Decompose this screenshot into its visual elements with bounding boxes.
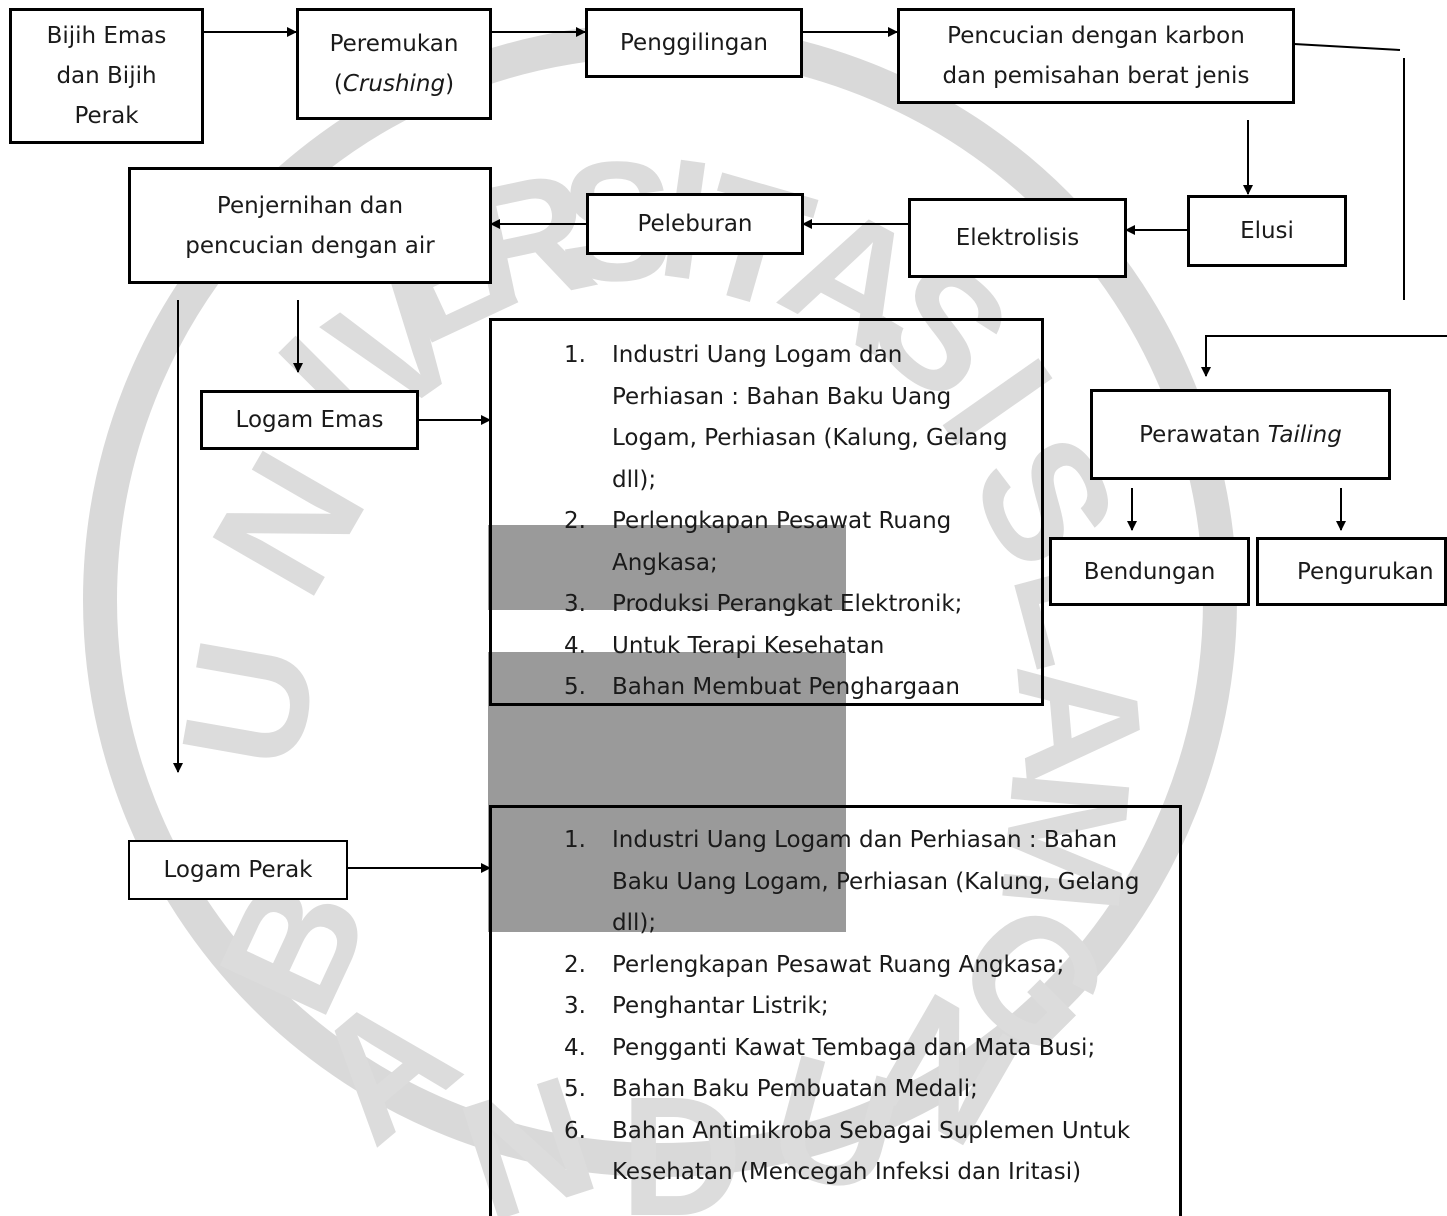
perak-use-item-line: Pengganti Kawat Tembaga dan Mata Busi; [612, 1034, 1096, 1061]
emas-use-item: 3. Produksi Perangkat Elektronik; [564, 584, 1033, 626]
emas-use-item-number: 4. [564, 632, 586, 659]
node-elektrolisis-label: Elektrolisis [955, 225, 1080, 251]
perak-uses-list: 1. Industri Uang Logam dan Perhiasan : Ba… [564, 820, 1171, 1194]
perak-use-item: 5. Bahan Baku Pembuatan Medali; [564, 1069, 1171, 1111]
perak-use-item-line: Perlengkapan Pesawat Ruang Angkasa; [612, 951, 1065, 978]
node-elektrolisis: Elektrolisis [908, 198, 1127, 278]
perak-use-item-text: Pengganti Kawat Tembaga dan Mata Busi; [612, 1028, 1171, 1070]
node-elusi: Elusi [1187, 195, 1347, 267]
node-logam-emas-label: Logam Emas [235, 407, 384, 433]
perak-use-item-number: 5. [564, 1076, 586, 1102]
emas-use-item-text: Untuk Terapi Kesehatan [612, 626, 1033, 668]
node-penggilingan: Penggilingan [585, 8, 803, 78]
emas-use-item-number: 1. [564, 342, 586, 368]
node-bijih-emas-perak: Bijih Emas dan Bijih Perak [9, 8, 204, 144]
perak-use-item-line: dll); [612, 910, 657, 936]
perak-use-item-text: Penghantar Listrik; [612, 986, 1171, 1028]
emas-use-item-line: Perlengkapan Pesawat Ruang [612, 508, 952, 534]
node-pengurukan-label: Pengurukan [1297, 558, 1434, 585]
node-logam-perak-label: Logam Perak [163, 857, 313, 883]
node-penjernihan: Penjernihan dan pencucian dengan air [128, 167, 492, 284]
perak-use-item-number: 3. [564, 993, 586, 1019]
perak-use-item-number: 1. [564, 827, 586, 853]
perak-use-item-line: Penghantar Listrik; [612, 993, 829, 1019]
perak-use-item-text: Bahan Antimikroba Sebagai Suplemen Untuk… [612, 1111, 1171, 1194]
emas-use-item-line: Produksi Perangkat Elektronik; [612, 591, 963, 617]
node-logam-perak: Logam Perak [128, 840, 348, 900]
node-peremukan-open: ( [333, 71, 343, 97]
node-peremukan-italic: Crushing [342, 71, 446, 97]
node-bendungan-label: Bendungan [1083, 558, 1216, 585]
perak-use-item-line: Baku Uang Logam, Perhiasan (Kalung, Gela… [612, 868, 1140, 895]
node-peremukan-close: ) [445, 71, 455, 97]
perak-use-item: 4. Pengganti Kawat Tembaga dan Mata Busi; [564, 1028, 1171, 1070]
emas-use-item-text: Bahan Membuat Penghargaan [612, 667, 1033, 703]
perak-uses-box: 1. Industri Uang Logam dan Perhiasan : Ba… [489, 805, 1182, 1216]
node-peremukan: Peremukan (Crushing) [296, 8, 492, 120]
emas-use-item-line: Angkasa; [612, 549, 718, 576]
node-bijih-line-3: Perak [74, 103, 139, 129]
node-logam-emas: Logam Emas [200, 390, 419, 450]
emas-use-item-line: Industri Uang Logam dan [612, 342, 903, 368]
emas-use-item: 4. Untuk Terapi Kesehatan [564, 626, 1033, 668]
perak-use-item-line: Bahan Antimikroba Sebagai Suplemen Untuk [612, 1117, 1131, 1144]
node-peleburan: Peleburan [586, 193, 804, 255]
node-pencucian: Pencucian dengan karbon dan pemisahan be… [897, 8, 1295, 104]
emas-use-item-number: 3. [564, 591, 586, 617]
node-pencucian-line-1: Pencucian dengan karbon [947, 23, 1245, 49]
emas-use-item-text: Produksi Perangkat Elektronik; [612, 584, 1033, 626]
node-bendungan: Bendungan [1049, 537, 1250, 606]
emas-use-item-line: Logam, Perhiasan (Kalung, Gelang [612, 425, 1008, 451]
emas-use-item-line: Bahan Membuat Penghargaan [612, 674, 960, 700]
node-pencucian-line-2: dan pemisahan berat jenis [942, 63, 1250, 89]
perak-use-item-text: Bahan Baku Pembuatan Medali; [612, 1069, 1171, 1111]
perak-use-item: 6. Bahan Antimikroba Sebagai Suplemen Unt… [564, 1111, 1171, 1194]
emas-use-item: 5. Bahan Membuat Penghargaan [564, 667, 1033, 703]
node-penjernihan-line-2: pencucian dengan air [185, 232, 435, 259]
perak-use-item: 1. Industri Uang Logam dan Perhiasan : Ba… [564, 820, 1171, 945]
node-elusi-label: Elusi [1240, 218, 1294, 244]
emas-use-item-number: 2. [564, 508, 586, 534]
emas-use-item-line: Perhiasan : Bahan Baku Uang [612, 383, 952, 410]
node-perawatan-tailing: Perawatan Tailing [1090, 389, 1391, 480]
emas-use-item-line: Untuk Terapi Kesehatan [612, 632, 885, 659]
node-perawatan-text: Perawatan [1139, 421, 1268, 448]
perak-use-item: 3. Penghantar Listrik; [564, 986, 1171, 1028]
node-bijih-line-1: Bijih Emas [46, 23, 167, 49]
emas-use-item-line: dll); [612, 466, 657, 493]
perak-use-item-text: Industri Uang Logam dan Perhiasan : Baha… [612, 820, 1171, 945]
node-peremukan-line-2: (Crushing) [330, 64, 459, 104]
perak-use-item-line: Bahan Baku Pembuatan Medali; [612, 1076, 978, 1102]
perak-use-item-line: Industri Uang Logam dan Perhiasan : Baha… [612, 827, 1118, 853]
perak-use-item: 2. Perlengkapan Pesawat Ruang Angkasa; [564, 945, 1171, 987]
emas-use-item-number: 5. [564, 674, 586, 700]
perak-use-item-number: 4. [564, 1034, 586, 1061]
node-perawatan-italic: Tailing [1267, 421, 1342, 448]
node-penjernihan-line-1: Penjernihan dan [216, 192, 404, 219]
perak-use-item-line: Kesehatan (Mencegah Infeksi dan Iritasi) [612, 1159, 1082, 1185]
arrow-to-perawatan-tailing [1201, 335, 1447, 377]
perak-use-item-number: 2. [564, 951, 586, 978]
perak-use-item-number: 6. [564, 1117, 586, 1144]
line-pencucian-tailing [1293, 43, 1401, 51]
node-penggilingan-label: Penggilingan [620, 30, 768, 56]
perak-use-item-text: Perlengkapan Pesawat Ruang Angkasa; [612, 945, 1171, 987]
node-peremukan-line-1: Peremukan [329, 31, 459, 57]
node-perawatan-label: Perawatan Tailing [1139, 415, 1342, 455]
node-peleburan-label: Peleburan [637, 211, 753, 237]
node-bijih-line-2: dan Bijih [56, 63, 157, 89]
node-pengurukan: Pengurukan [1256, 537, 1447, 606]
